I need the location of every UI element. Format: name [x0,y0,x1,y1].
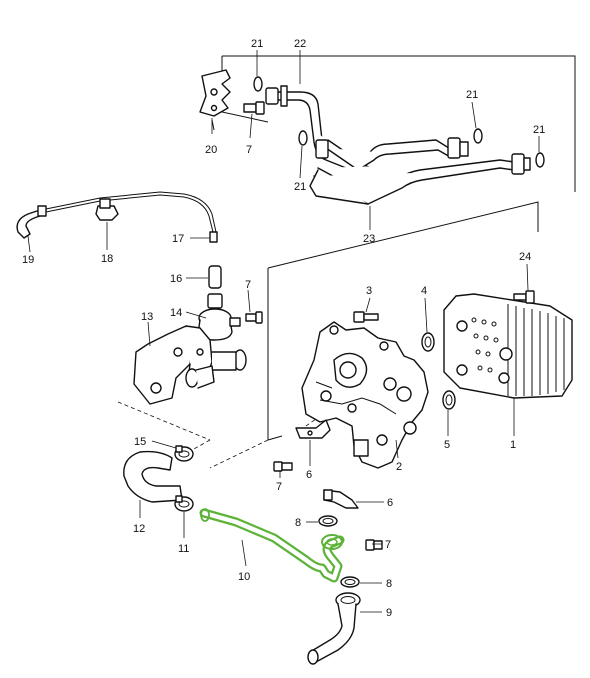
bolt-7-top [243,101,265,115]
callout-7d: 7 [385,539,391,551]
callout-12: 12 [133,523,145,535]
callout-11: 11 [178,543,189,555]
callout-21b: 21 [294,181,306,193]
callout-8a: 8 [295,517,301,529]
callout-14: 14 [170,307,182,319]
callout-10: 10 [238,571,250,583]
bolt-7-right [365,539,383,551]
callout-22: 22 [294,38,306,50]
seal-ring-21c [473,128,483,144]
callout-24: 24 [519,251,531,263]
callout-6a: 6 [306,469,312,481]
seal-4 [421,332,435,352]
seal-ring-21d [535,152,545,168]
clip-18 [95,198,119,221]
seal-8-upper [318,515,338,527]
oil-filter-housing-2 [301,321,429,469]
leader-lines [27,50,540,613]
bolt-3 [353,311,379,323]
callout-17: 17 [172,233,184,245]
callout-21a: 21 [251,38,263,50]
line-assembly-23 [309,137,531,205]
callout-4: 4 [421,285,427,297]
clamp-11 [174,495,194,512]
callout-8b: 8 [386,578,392,590]
seal-ring-21a [253,76,263,92]
hose-16 [208,265,222,289]
callout-15: 15 [134,436,146,448]
bracket-6-lower [323,489,359,509]
hose-19 [16,205,47,239]
vacuum-line-17 [45,191,218,243]
callout-23: 23 [363,233,375,245]
bolt-7-lower [273,461,293,472]
bracket-6-left [295,419,331,439]
clamp-15 [174,445,194,462]
callout-2: 2 [396,461,402,473]
valve-fitting [185,349,247,389]
callout-7c: 7 [276,481,282,493]
callout-18: 18 [101,253,113,265]
callout-19: 19 [22,254,34,266]
bolt-24 [513,290,535,304]
seal-8-lower [340,576,360,588]
callout-21d: 21 [533,124,545,136]
elbow-fitting-9 [307,592,361,665]
callout-1: 1 [510,439,516,451]
callout-3: 3 [366,285,372,297]
bracket-20 [199,69,231,131]
callout-6b: 6 [387,497,393,509]
callout-7a: 7 [246,144,252,156]
callout-7b: 7 [245,279,251,291]
oil-cooler-1 [443,293,573,399]
callout-13: 13 [141,311,153,323]
bolt-7-left [245,311,263,324]
bracket-13 [133,325,213,405]
callout-21c: 21 [466,89,478,101]
seal-ring-21b [298,130,308,146]
pipe-10 [199,508,345,583]
callout-16: 16 [170,273,182,285]
callout-labels: 21 22 20 7 21 21 21 23 17 18 19 16 14 7 … [22,38,545,619]
callout-20: 20 [205,144,217,156]
hose-12 [123,450,183,503]
callout-9: 9 [386,607,392,619]
callout-5: 5 [444,439,450,451]
seal-5 [442,390,456,410]
